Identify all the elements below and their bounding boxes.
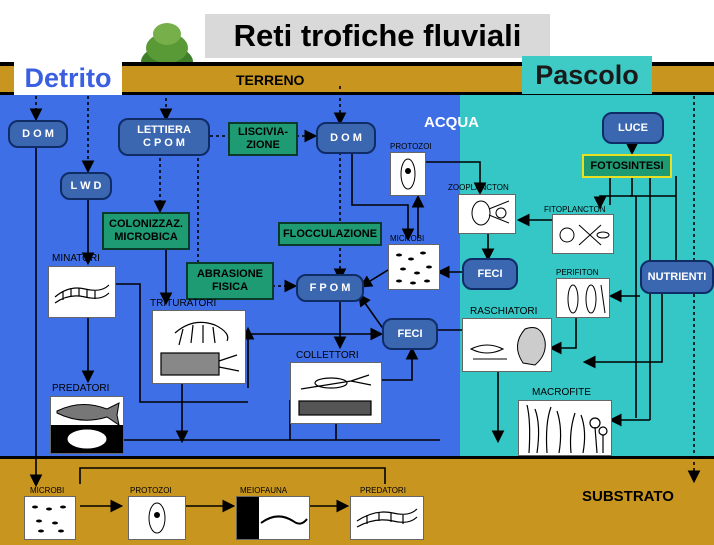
microbi-substrato-label: MICROBI [30,486,65,495]
luce-node: LUCE [602,112,664,144]
feci-right-node: FECI [462,258,518,290]
perifiton-label: PERIFITON [556,268,599,277]
acqua-label: ACQUA [424,114,479,131]
worm-icon [236,496,310,540]
fotosintesi-box: FOTOSINTESI [582,154,672,178]
detrito-label: Detrito [14,60,122,96]
diagram-title: Reti trofiche fluviali [205,14,550,58]
substrato-border [0,456,714,459]
nutrienti-node: NUTRIENTI [640,260,714,294]
flocculazione-box: FLOCCULAZIONE [278,222,382,246]
lwd-node: L W D [60,172,112,200]
dom-center-node: D O M [316,122,376,154]
trituratori-label: TRITURATORI [150,298,217,309]
fpom-node: F P O M [296,274,364,302]
minatori-label: MINATORI [52,253,100,264]
amphipod-icon [152,310,246,384]
substrate-protozoan-icon [128,496,186,540]
bacteria-icon [388,244,440,290]
protozoi-substrato-label: PROTOZOI [130,486,172,495]
terreno-label: TERRENO [236,72,305,88]
copepod-icon [458,194,516,234]
larva-icon [48,266,116,318]
microbi-water-label: MICROBI [390,234,425,243]
algae-icon [552,214,614,254]
zooplancton-label: ZOOPLANCTON [448,183,509,192]
beetle-icon [66,428,108,450]
dom-left-node: D O M [8,120,68,148]
diatom-icon [556,278,610,318]
terreno-border-bottom [0,92,714,95]
predatori-substrato-label: PREDATORI [360,486,406,495]
aquatic-plants-icon [518,400,612,456]
substrato-label: SUBSTRATO [582,488,674,505]
predatori-water-label: PREDATORI [52,383,110,394]
fitoplancton-label: FITOPLANCTON [544,205,606,214]
fish-icon [50,396,124,454]
macrofite-label: MACROFITE [532,387,591,398]
substrate-predator-larva-icon [350,496,424,540]
feci-center-node: FECI [382,318,438,350]
abrasione-box: ABRASIONE FISICA [186,262,274,300]
protozoi-water-label: PROTOZOI [390,142,432,151]
lettiera-cpom-node: LETTIERA C P O M [118,118,210,156]
meiofauna-label: MEIOFAUNA [240,486,288,495]
protozoan-icon [390,152,426,196]
colonizzazione-box: COLONIZZAZ. MICROBICA [102,212,190,250]
snail-icon [462,318,552,372]
collector-larva-icon [290,362,382,424]
lisciviazione-box: LISCIVIA- ZIONE [228,122,298,156]
terreno-border-top [0,62,714,66]
collettori-label: COLLETTORI [296,350,359,361]
substrate-bacteria-icon [24,496,76,540]
raschiatori-label: RASCHIATORI [470,306,538,317]
pascolo-label: Pascolo [522,56,652,94]
